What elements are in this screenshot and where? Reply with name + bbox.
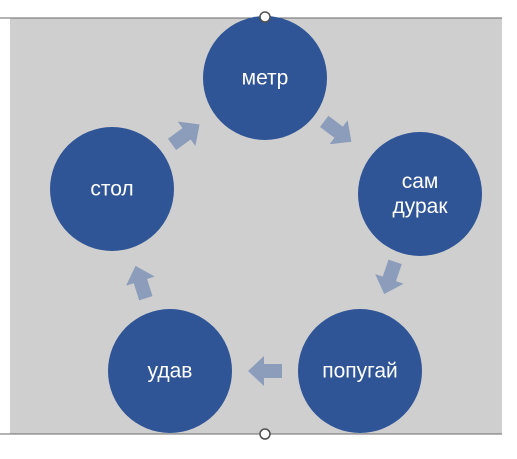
arrow-metr-to-sam-durak — [319, 115, 352, 145]
node-label-popugay-0: попугай — [322, 360, 398, 383]
arrow-popugay-to-udav — [248, 356, 282, 386]
node-label-udav-0: удав — [148, 360, 193, 383]
selection-handle-top[interactable] — [259, 11, 271, 23]
node-circle-popugay — [298, 309, 422, 433]
arrow-udav-to-stol — [126, 265, 155, 301]
arrow-sam-durak-to-popugay — [375, 259, 404, 295]
handles-layer — [259, 11, 271, 440]
arrow-stol-to-metr — [167, 121, 200, 151]
arrows-layer — [126, 115, 404, 386]
node-label-sam-durak-0: сам — [402, 170, 439, 193]
node-metr[interactable]: метр — [203, 16, 327, 140]
node-label-metr-0: метр — [242, 67, 289, 90]
node-label-sam-durak-1: дурак — [392, 195, 448, 218]
node-circle-metr — [203, 16, 327, 140]
node-circle-sam-durak — [358, 132, 482, 256]
node-label-stol-0: стол — [90, 178, 133, 201]
node-stol[interactable]: стол — [50, 127, 174, 251]
node-popugay[interactable]: попугай — [298, 309, 422, 433]
node-udav[interactable]: удав — [108, 309, 232, 433]
node-circle-stol — [50, 127, 174, 251]
selection-handle-bottom[interactable] — [259, 428, 271, 440]
node-circle-udav — [108, 309, 232, 433]
